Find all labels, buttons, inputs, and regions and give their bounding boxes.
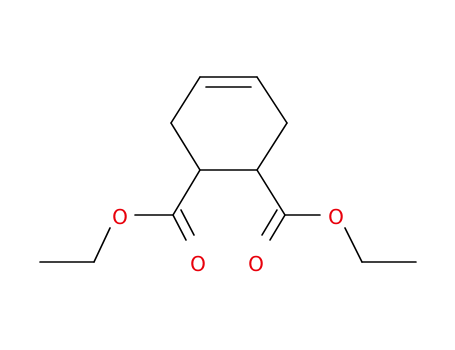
- carbonyl-bond: [180, 209, 195, 236]
- ring-bond: [256, 122, 288, 171]
- oxygen-atom-label: O: [112, 205, 128, 229]
- ethyl-bond: [344, 227, 363, 263]
- ring-bond: [170, 76, 201, 124]
- oxygen-atom-label: O: [248, 252, 264, 276]
- oxygen-atom-label: O: [190, 252, 206, 276]
- ring-bond: [256, 76, 288, 124]
- ring-bond: [170, 122, 201, 171]
- carbonyl-bond: [269, 214, 286, 241]
- carbonyl-bond: [261, 209, 278, 236]
- ester-bond: [172, 169, 201, 216]
- ester-bond: [256, 169, 286, 216]
- ethyl-bond: [93, 227, 111, 263]
- oxygen-atom-label: O: [328, 205, 344, 229]
- carbonyl-bond: [172, 214, 187, 241]
